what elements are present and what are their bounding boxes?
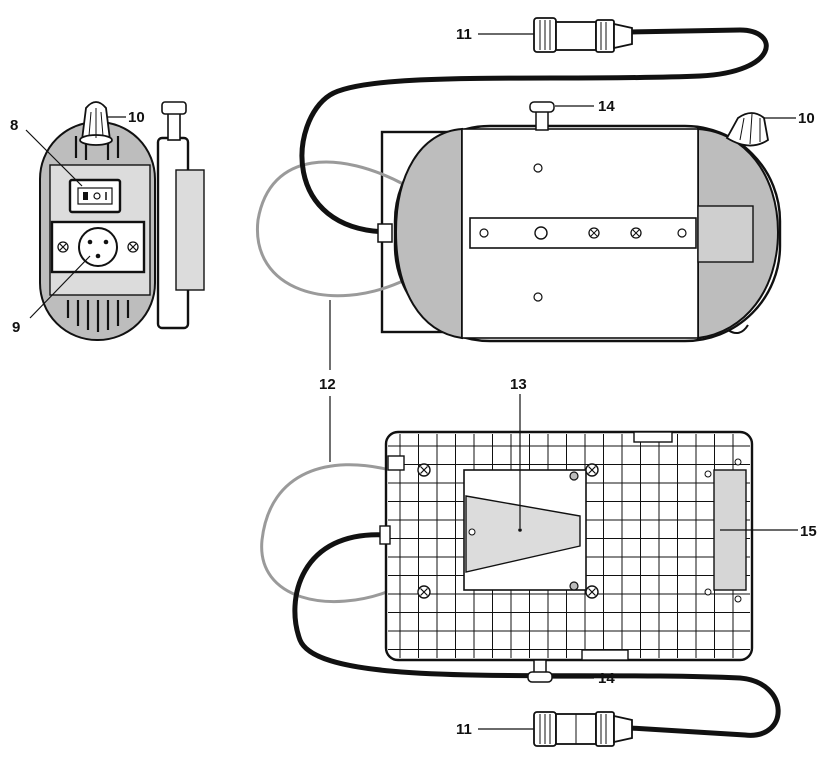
plate-tab-bottom bbox=[581, 649, 629, 661]
knob-icon bbox=[725, 112, 769, 147]
hole-icon bbox=[704, 470, 712, 478]
xlr-pin-icon bbox=[87, 239, 93, 245]
side-view-panel bbox=[39, 101, 205, 341]
callout-11-bottom: 11 bbox=[456, 721, 472, 738]
screw-icon bbox=[588, 227, 600, 239]
leader-lines bbox=[25, 33, 798, 730]
hole-icon bbox=[677, 228, 687, 238]
screw-icon bbox=[630, 227, 642, 239]
xlr-pin-icon bbox=[103, 239, 109, 245]
lever-post-top bbox=[535, 109, 549, 131]
lever-cap-bottom bbox=[527, 671, 553, 683]
side-rail-cap bbox=[161, 101, 187, 115]
callout-8: 8 bbox=[10, 117, 18, 134]
switch-off-mark bbox=[83, 192, 88, 200]
top-rail-strip bbox=[469, 217, 697, 249]
switch-o-mark bbox=[93, 192, 101, 200]
callout-10-left: 10 bbox=[128, 109, 145, 126]
screw-icon bbox=[417, 463, 431, 477]
mount-center-dot bbox=[518, 528, 522, 532]
lever-cap-top bbox=[529, 101, 555, 113]
hole-icon bbox=[734, 458, 742, 466]
hole-icon bbox=[569, 581, 579, 591]
cable-top bbox=[299, 27, 769, 235]
grey-loop-cable-top bbox=[256, 160, 406, 298]
plate-side-jack bbox=[379, 525, 391, 545]
screw-icon bbox=[585, 585, 599, 599]
plate-tab-top bbox=[633, 431, 673, 443]
screw-icon bbox=[127, 241, 139, 253]
callout-14-top: 14 bbox=[598, 98, 615, 115]
hole-icon bbox=[533, 292, 543, 302]
xlr-socket bbox=[78, 227, 118, 267]
hole-icon bbox=[569, 471, 579, 481]
bottom-view-adapter bbox=[260, 430, 781, 747]
cable-bottom bbox=[292, 532, 781, 738]
callout-14-bottom: 14 bbox=[598, 670, 615, 687]
top-side-jack bbox=[377, 223, 393, 243]
screw-icon bbox=[585, 463, 599, 477]
top-left-endcap bbox=[394, 127, 463, 340]
top-window bbox=[697, 205, 754, 263]
plate-side-tab bbox=[387, 455, 405, 471]
knob-icon bbox=[79, 101, 113, 146]
callout-9: 9 bbox=[12, 319, 20, 336]
hole-icon bbox=[533, 163, 543, 173]
connector-icon bbox=[533, 17, 633, 53]
hole-icon bbox=[734, 595, 742, 603]
callout-12: 12 bbox=[319, 376, 336, 393]
hole-icon bbox=[534, 226, 548, 240]
screw-icon bbox=[57, 241, 69, 253]
screw-icon bbox=[417, 585, 431, 599]
xlr-pin-icon bbox=[95, 253, 101, 259]
vent-slots-bottom bbox=[66, 300, 130, 332]
connector-icon bbox=[533, 711, 633, 747]
callout-labels: 8 9 10 10 11 11 12 13 14 14 15 bbox=[10, 26, 817, 738]
hole-icon bbox=[468, 528, 476, 536]
grey-loop-cable-bottom bbox=[260, 463, 393, 603]
callout-15: 15 bbox=[800, 523, 817, 540]
top-foot bbox=[727, 324, 749, 335]
side-rail-pad bbox=[175, 169, 205, 291]
callout-10-right: 10 bbox=[798, 110, 815, 127]
hole-icon bbox=[704, 588, 712, 596]
hole-icon bbox=[479, 228, 489, 238]
callout-13: 13 bbox=[510, 376, 527, 393]
top-view-adapter bbox=[256, 17, 782, 343]
callout-11-top: 11 bbox=[456, 26, 472, 43]
dovetail-mount bbox=[465, 495, 581, 573]
